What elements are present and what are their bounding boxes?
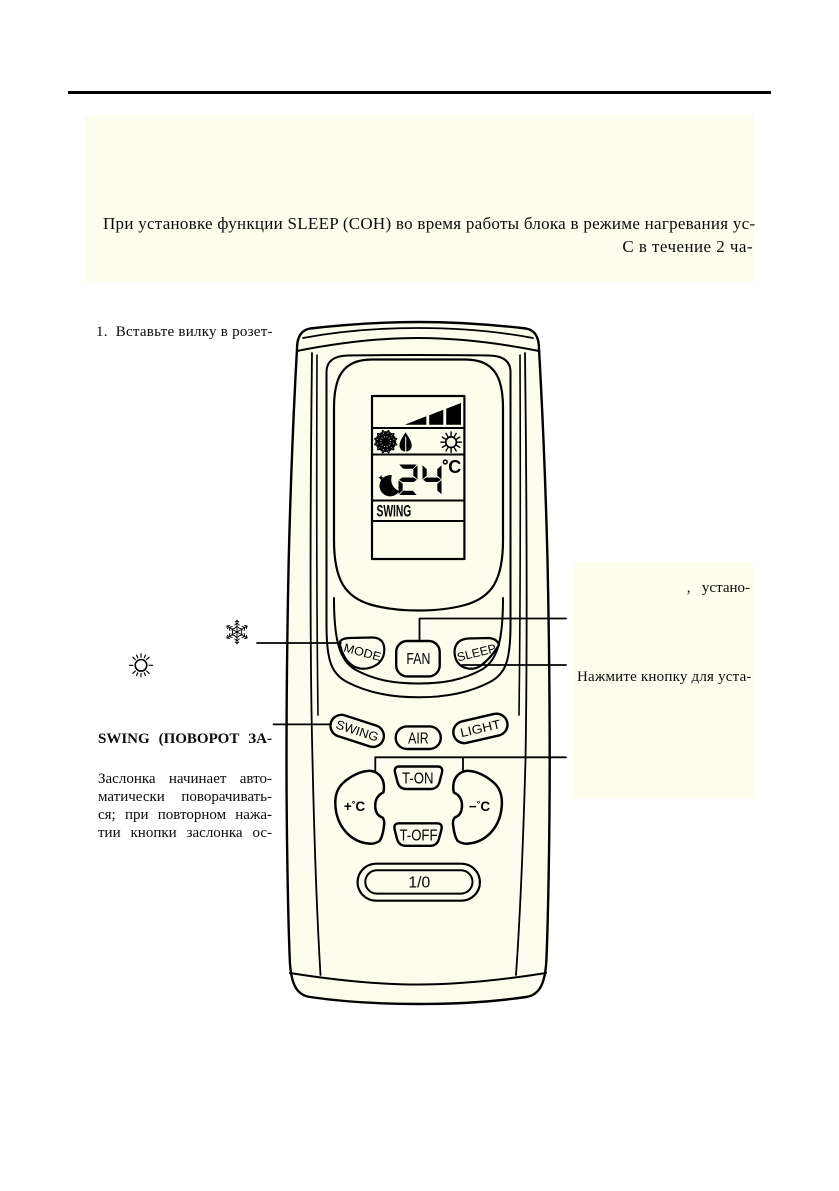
svg-text:+°C: +°C [344,799,366,814]
svg-text:SWING: SWING [377,501,412,520]
svg-text:T-OFF: T-OFF [400,828,438,845]
svg-text:T-ON: T-ON [402,771,434,788]
svg-text:−°C: −°C [469,799,491,814]
svg-text:C: C [448,457,461,477]
svg-text:FAN: FAN [406,651,430,668]
svg-text:AIR: AIR [408,731,429,748]
svg-text:1/0: 1/0 [408,875,430,892]
